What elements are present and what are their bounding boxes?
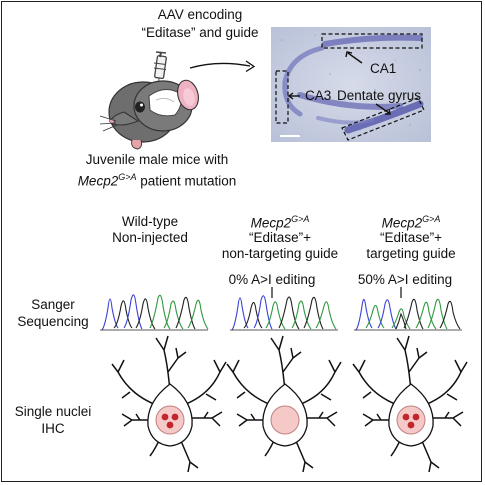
sanger-trace-non-targeting	[230, 287, 338, 331]
label-ca1: CA1	[370, 61, 397, 76]
mouse-caption-line1: Juvenile male mice with	[85, 152, 229, 167]
neuron-icon	[226, 335, 342, 473]
mouse-caption-rest: patient mutation	[136, 173, 237, 189]
mouse-gene-sup: G>A	[118, 172, 137, 182]
sanger-trace-wildtype	[100, 294, 209, 331]
row-sanger-line2: Sequencing	[17, 314, 89, 329]
col3-title-line2: “Editase”+	[380, 230, 442, 245]
arrow-right-icon	[189, 60, 256, 73]
col2-editing-label: 0% A>I editing	[228, 272, 316, 287]
col2-gene: Mecp2	[250, 215, 292, 231]
col2-title-line3: non-targeting guide	[221, 246, 339, 261]
col3-gene: Mecp2	[381, 215, 423, 231]
row-ihc-line2: IHC	[41, 421, 65, 436]
col1-title-line2: Non-injected	[112, 230, 188, 245]
col2-title-line1: Mecp2G>A	[215, 211, 345, 232]
mouse-gene: Mecp2	[77, 173, 119, 189]
histology-image	[271, 27, 431, 142]
row-ihc-line1: Single nuclei	[14, 404, 92, 419]
col1-title-line1: Wild-type	[121, 214, 179, 229]
col2-title-line2: “Editase”+	[249, 230, 311, 245]
col3-title-line3: targeting guide	[366, 246, 456, 261]
neuron-icon	[111, 335, 227, 473]
sanger-trace-targeting	[354, 287, 462, 331]
label-dentate-gyrus: Dentate gyrus	[337, 88, 422, 103]
mouse-caption-line2: Mecp2G>A patient mutation	[62, 169, 252, 190]
row-sanger-line1: Sanger	[31, 297, 75, 312]
neuron-icon	[352, 335, 468, 473]
col2-sup: G>A	[291, 214, 310, 224]
label-ca3: CA3	[305, 88, 332, 103]
col3-editing-label: 50% A>I editing	[357, 272, 453, 287]
col3-sup: G>A	[422, 214, 441, 224]
injection-label-line2: “Editase” and guide	[141, 25, 259, 40]
injection-label-line1: AAV encoding	[157, 7, 243, 22]
col3-title-line1: Mecp2G>A	[346, 211, 476, 232]
mouse-icon	[99, 79, 199, 150]
